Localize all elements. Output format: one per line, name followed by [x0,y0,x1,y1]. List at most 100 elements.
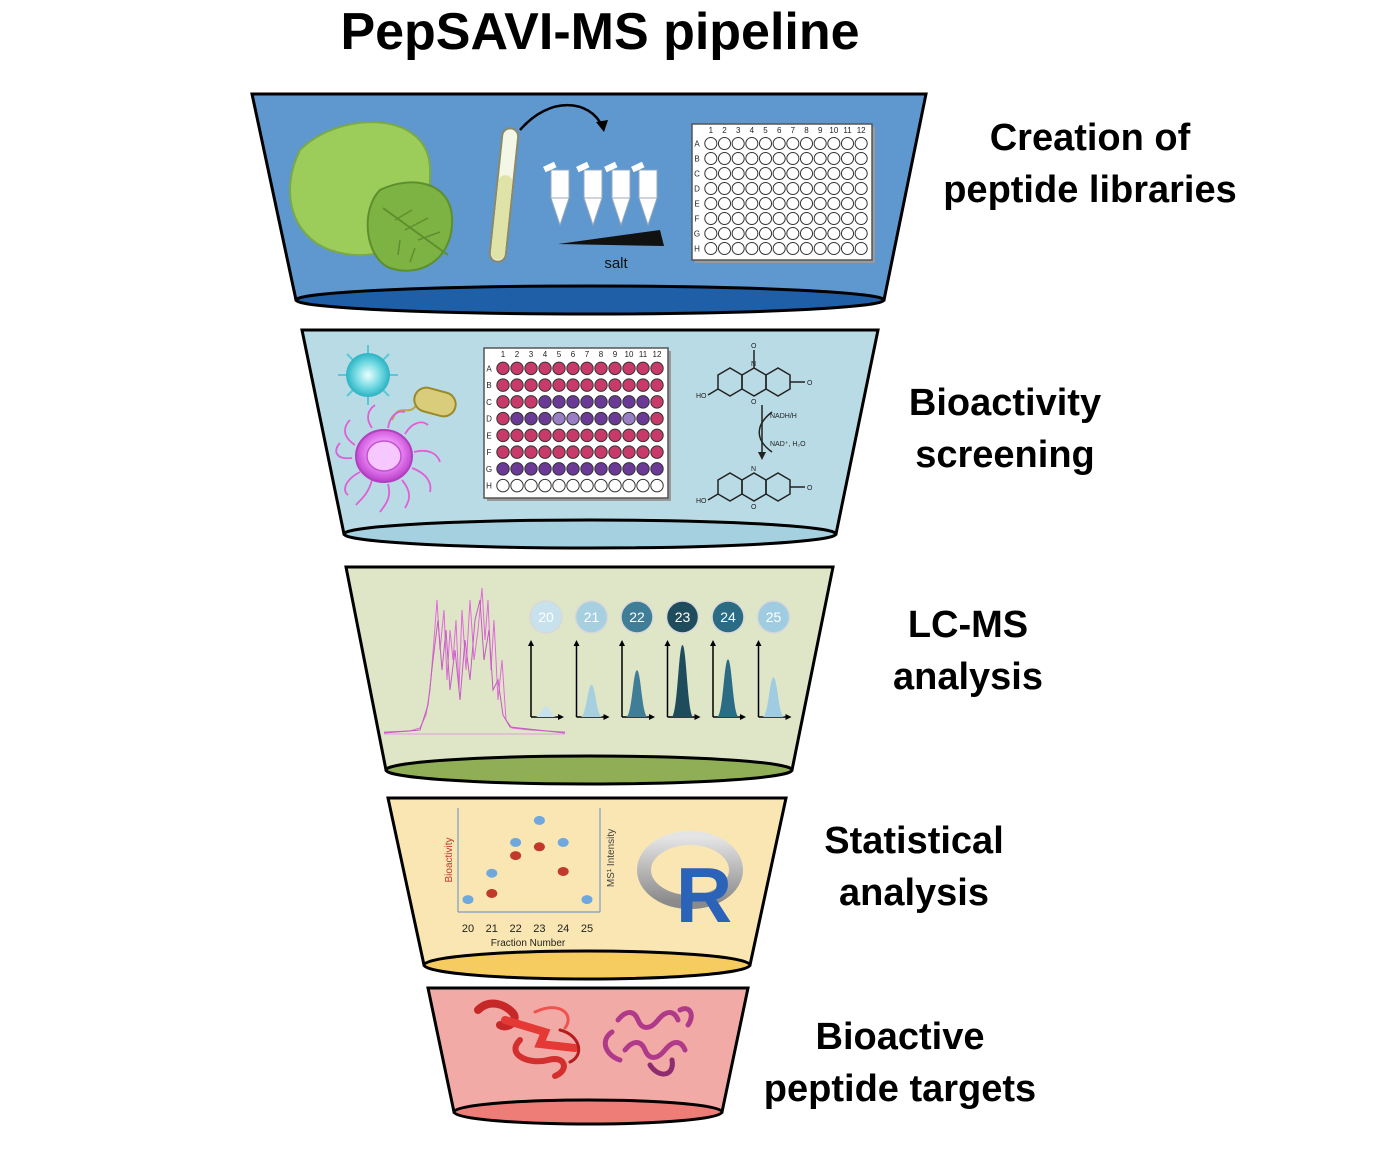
stage-5-label-line1: Bioactive [815,1016,985,1058]
plate-well [854,226,868,241]
plate-well [636,378,650,392]
plate-well [580,378,594,392]
plate-well [840,136,855,151]
plate-well [827,196,841,211]
plate-well [731,241,745,256]
salt-label: salt [604,255,628,272]
plate-well [854,241,868,256]
plate-well [745,196,759,211]
plate-well [524,378,538,392]
plate-well [566,478,580,493]
plate-well [496,361,510,376]
chromatogram-peak [762,677,785,717]
plate-well [799,136,814,151]
plate-well [622,462,636,476]
plate-well [538,428,552,443]
plate-well [580,445,594,459]
plate-well [636,411,650,426]
stage-5-funnel-rim [452,1098,724,1126]
plate-well [731,166,745,181]
stage-3-funnel-rim [384,754,794,786]
plate-well [538,395,552,409]
plate-column-label: 4 [543,350,548,359]
plate-well [772,181,786,196]
plate-well [510,462,524,476]
plate-well [840,211,855,226]
plate-well [758,166,773,181]
plate-column-label: 3 [529,350,534,359]
plate-well [524,395,538,409]
chromatogram-peak [626,670,648,717]
plate-well [854,196,868,211]
plate-column-label: 1 [501,350,506,359]
figure-title: PepSAVI-MS pipeline [340,3,860,61]
plate-well [758,211,773,226]
scatter-x-tick: 20 [462,923,474,935]
plate-column-label: 1 [709,126,714,135]
plate-well [510,445,524,459]
reaction-arrow-head-icon [758,452,766,460]
plate-well [840,241,855,256]
fraction-label: 21 [584,609,600,625]
plate-well [496,462,510,476]
plate-well [786,181,800,196]
plate-well [510,395,524,409]
chromatogram-peak [535,706,557,717]
virus-icon [338,345,398,405]
plate-well [772,166,786,181]
plate-well [799,211,814,226]
r-logo-icon: R [637,831,743,939]
fraction-badge [711,600,745,634]
plate-column-label: 11 [843,126,852,135]
plate-column-label: 10 [829,126,838,135]
plate-column-label: 3 [736,126,741,135]
plate-well [840,226,855,241]
plate-well [594,361,608,376]
plate-column-label: 5 [557,350,562,359]
plate-well [717,241,732,256]
ho-label-top: HO [696,393,707,400]
plate-well [704,151,718,166]
plate-well [580,411,594,426]
plate-well [608,445,622,459]
peak-x-arrow-icon [558,714,564,720]
plate-well [772,136,786,151]
stage-4-label-line2: analysis [839,872,989,914]
fraction-label: 25 [766,609,782,625]
plate-row-label: H [486,482,492,491]
plate-row-label: A [486,364,492,373]
peak-y-arrow-icon [528,640,534,646]
stage-3-label-line1: LC-MS [907,604,1029,646]
plate-well [704,226,718,241]
plate-well [717,196,732,211]
plate-well [650,462,664,476]
plate-well [650,478,664,493]
salt-gradient-wedge-icon [558,230,664,246]
plate-well [827,241,841,256]
plate-well [580,462,594,476]
o-label-top-ring: O [751,399,757,406]
stage-3-funnel-body [344,565,835,772]
plate-well [731,196,745,211]
plate-well [854,211,868,226]
plate-well [772,226,786,241]
plate-well [854,181,868,196]
plate-well [636,462,650,476]
plate-well [758,196,773,211]
stage-5-bioactive-peptide-targets [426,986,750,1126]
plate-well [813,226,827,241]
plate-well [622,378,636,392]
scatter-x-tick: 25 [581,923,593,935]
stage-5-label: Bioactive peptide targets [740,1011,1060,1115]
plate-column-label: 7 [585,350,590,359]
scatter-point-red [533,842,545,852]
plate-well [566,378,580,392]
plate-well [594,445,608,459]
plate-well [510,478,524,493]
plate-well [650,411,664,426]
plate-well [786,136,800,151]
plate-well [650,445,664,459]
